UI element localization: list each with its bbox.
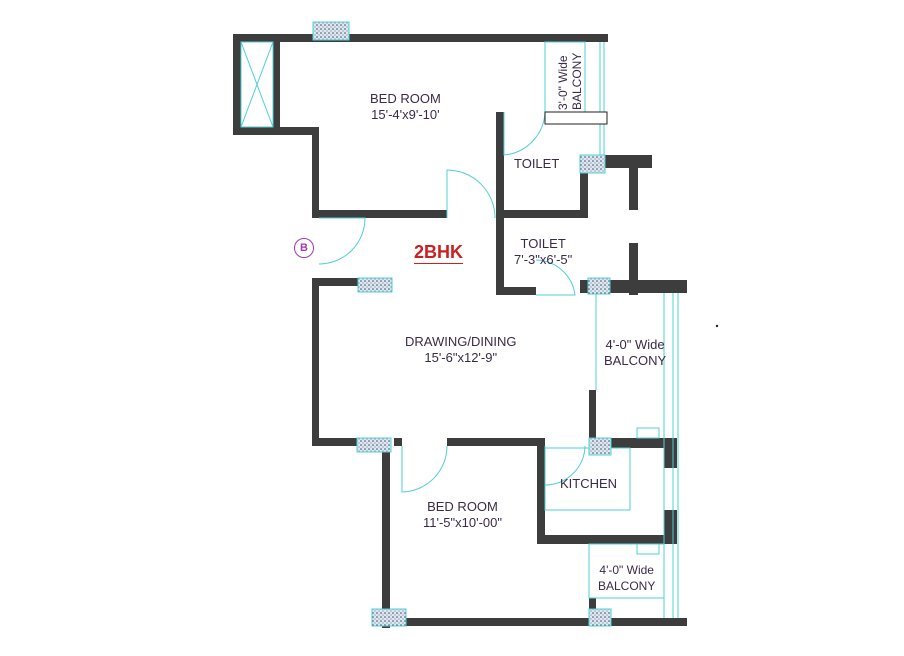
plan-title: 2BHK (414, 242, 464, 264)
room-name: TOILET (520, 236, 566, 251)
room-size: 11'-5"x10'-00" (423, 515, 502, 530)
room-toilet-2: TOILET 7'-3"x6'-5" (514, 236, 572, 268)
thin-lines (240, 41, 679, 618)
room-size: 15'-4'x9'-10' (371, 107, 440, 122)
entry-marker: B (294, 238, 314, 258)
room-balcony-mid: 4'-0" Wide BALCONY (604, 337, 666, 369)
balcony-top-line1: 3'-0" Wide (556, 55, 570, 110)
window-stone-blocks (312, 21, 612, 627)
room-name: 4'-0" Wide (605, 337, 665, 352)
room-toilet-1: TOILET (514, 156, 559, 172)
door-lintel (544, 111, 608, 125)
room-name: 4'-0" Wide (599, 563, 654, 577)
room-kitchen: KITCHEN (560, 476, 617, 492)
room-drawing-dining: DRAWING/DINING 15'-6"x12'-9" (405, 334, 516, 366)
room-balcony-bottom: 4'-0" Wide BALCONY (598, 562, 655, 594)
room-bedroom-2: BED ROOM 11'-5"x10'-00" (423, 499, 502, 531)
dot-mark (715, 324, 719, 328)
room-size: BALCONY (598, 579, 656, 593)
room-name: BED ROOM (370, 91, 441, 106)
room-size: 15'-6"x12'-9" (424, 350, 498, 365)
walls (233, 34, 687, 628)
room-name: KITCHEN (560, 476, 618, 491)
room-name: BED ROOM (427, 499, 498, 514)
room-name: TOILET (514, 156, 560, 171)
balcony-top-line2: BALCONY (570, 52, 584, 110)
room-size: BALCONY (604, 353, 667, 368)
balcony-top-label: 3'-0" Wide BALCONY (556, 53, 584, 110)
room-bedroom-1: BED ROOM 15'-4'x9'-10' (370, 91, 441, 123)
room-name: DRAWING/DINING (405, 334, 517, 349)
room-size: 7'-3"x6'-5" (514, 252, 573, 267)
